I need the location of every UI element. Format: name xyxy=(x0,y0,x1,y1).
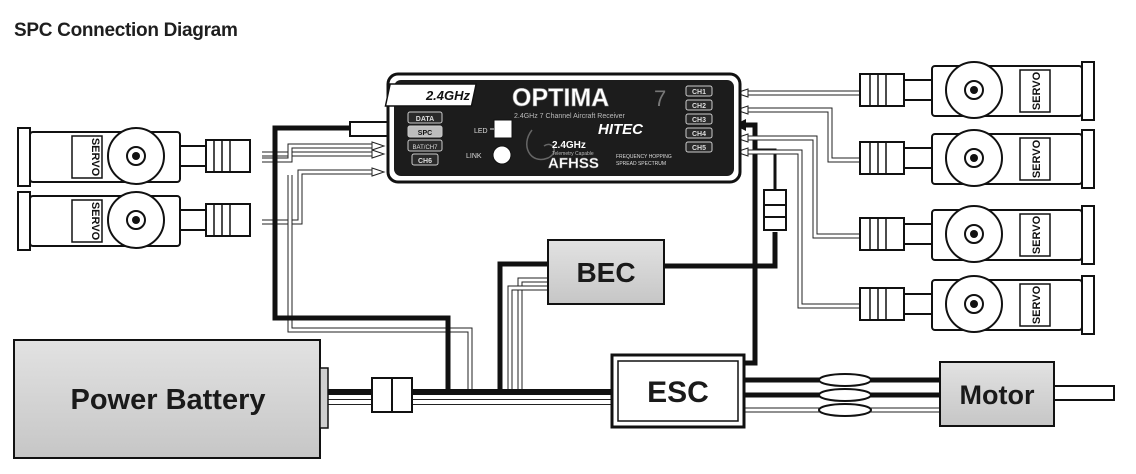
right-servo-3: SERVO xyxy=(859,205,1095,265)
left-servo-top: SERVO xyxy=(17,127,251,187)
right-servo-2: SERVO xyxy=(859,129,1095,189)
receiver-protocol: AFHSS xyxy=(548,155,599,172)
channel-label: CH3 xyxy=(692,117,706,124)
receiver-subtitle: 2.4GHz 7 Channel Aircraft Receiver xyxy=(514,113,626,120)
channel-label: CH1 xyxy=(692,89,706,96)
optima-receiver: 2.4GHz OPTIMA 7 2.4GHz 7 Channel Aircraf… xyxy=(349,72,742,184)
right-servo-4: SERVO xyxy=(859,275,1095,335)
led-label: LED xyxy=(474,128,488,135)
bec-module: BEC xyxy=(547,239,665,305)
bec-label: BEC xyxy=(576,257,635,288)
motor: Motor xyxy=(939,361,1115,427)
battery-label: Power Battery xyxy=(70,384,265,416)
esc-module: ESC xyxy=(610,353,746,429)
receiver-freq-sub: Telemetry Capable xyxy=(552,151,594,157)
esc-label: ESC xyxy=(647,376,709,409)
receiver-model-number: 7 xyxy=(654,86,666,111)
receiver-swirl xyxy=(526,129,555,161)
esc-signal-lead xyxy=(734,119,787,366)
left-servo-bottom: SERVO xyxy=(17,191,251,251)
right-servo-cables xyxy=(734,88,862,309)
receiver-model: OPTIMA xyxy=(512,84,609,112)
receiver-brand: HITEC xyxy=(598,121,644,138)
receiver-logo: 2.4GHz xyxy=(425,88,471,103)
receiver-freq: 2.4GHz xyxy=(552,140,586,151)
port-bat-label: BAT/CH7 xyxy=(413,145,439,151)
page-title: SPC Connection Diagram xyxy=(14,20,238,41)
motor-label: Motor xyxy=(960,380,1035,410)
port-data-label: DATA xyxy=(416,116,434,123)
channel-ports: CH1 CH2 CH3 CH4 CH5 xyxy=(685,85,713,153)
wiring xyxy=(262,88,940,417)
servo-label: SERVO xyxy=(1031,71,1043,110)
receiver-ports: DATA SPC BAT/CH7 CH6 xyxy=(407,111,443,166)
right-servo-1: SERVO xyxy=(859,61,1095,121)
servo-label: SERVO xyxy=(89,138,101,177)
servo-label: SERVO xyxy=(1031,285,1043,324)
servo-label: SERVO xyxy=(1031,139,1043,178)
link-label: LINK xyxy=(466,153,482,160)
receiver-protocol-sub-2: SPREAD SPECTRUM xyxy=(616,161,666,167)
channel-label: CH2 xyxy=(692,103,706,110)
port-ch6-label: CH6 xyxy=(418,158,432,165)
motor-leads xyxy=(744,373,940,417)
servo-label: SERVO xyxy=(89,202,101,241)
main-power-line xyxy=(322,377,612,413)
spc-power-lead xyxy=(272,125,473,392)
power-battery: Power Battery xyxy=(13,339,329,459)
bec-wiring xyxy=(497,232,778,392)
channel-label: CH4 xyxy=(692,131,706,138)
port-spc-label: SPC xyxy=(418,130,432,137)
receiver-protocol-sub-1: FREQUENCY HOPPING xyxy=(616,154,672,160)
link-button xyxy=(492,145,512,165)
left-servo-cables xyxy=(262,141,386,225)
servo-label: SERVO xyxy=(1031,215,1043,254)
channel-label: CH5 xyxy=(692,145,706,152)
